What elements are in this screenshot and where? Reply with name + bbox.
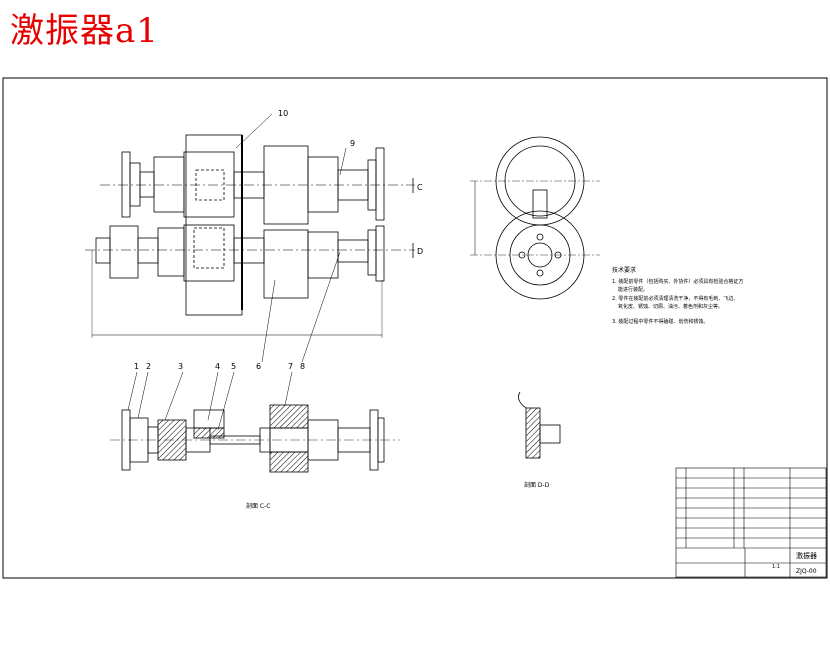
- callout-8: 8: [300, 362, 305, 371]
- tech-line-2: 2. 零件在装配前必须清理清洗干净，不得有毛刺、飞边、: [612, 295, 738, 302]
- section-view-cc: [110, 371, 400, 473]
- drawing-border: [2, 77, 828, 579]
- callout-3: 3: [178, 362, 183, 371]
- callout-1: 1: [134, 362, 139, 371]
- title-block-drawing-no: ZJQ-00: [796, 568, 817, 575]
- view-label-dd: 剖面 D-D: [524, 481, 550, 489]
- title-block: [675, 467, 827, 578]
- title-block-scale: 1:1: [772, 564, 780, 570]
- view-label-cc: 剖面 C-C: [246, 502, 270, 510]
- section-view-dd: [518, 391, 561, 459]
- title-block-name: 激振器: [796, 551, 817, 560]
- tech-line-1: 1. 装配前零件（包括购买、外协件）必须具有检验合格证方: [612, 278, 743, 285]
- callout-7: 7: [288, 362, 293, 371]
- callout-2: 2: [146, 362, 151, 371]
- callout-9: 9: [350, 139, 355, 148]
- side-view: [470, 136, 600, 300]
- technical-requirements: 技术要求 1. 装配前零件（包括购买、外协件）必须具有检验合格证方 能进行装配。…: [612, 266, 743, 325]
- tech-line-1b: 能进行装配。: [618, 286, 648, 293]
- callout-10: 10: [278, 109, 288, 118]
- callout-6: 6: [256, 362, 261, 371]
- drawing-title: 激振器a1: [10, 11, 159, 51]
- section-label-c: C: [417, 183, 423, 192]
- tech-line-3: 3. 装配过程中零件不得磕碰、划伤和锈蚀。: [612, 318, 708, 325]
- top-assembly-view: [85, 113, 415, 363]
- tech-heading: 技术要求: [612, 266, 636, 274]
- callout-4: 4: [215, 362, 220, 371]
- section-label-d: D: [417, 247, 423, 256]
- callout-5: 5: [231, 362, 236, 371]
- tech-line-2b: 氧化皮、锈蚀、切屑、油污、着色剂和灰尘等。: [618, 303, 723, 310]
